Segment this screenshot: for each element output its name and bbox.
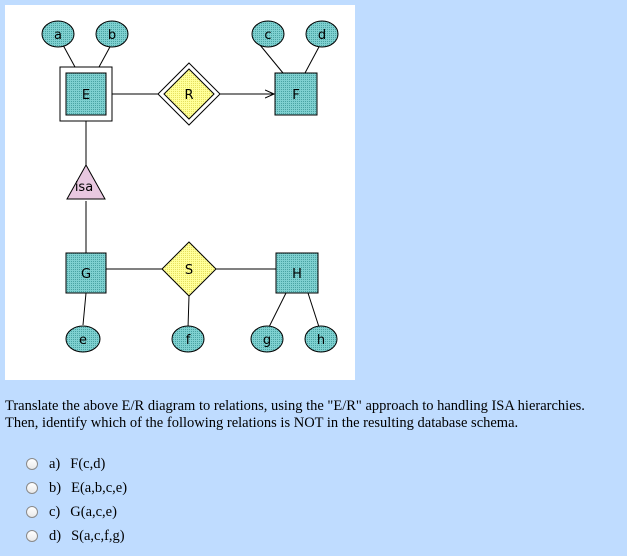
radio-button-icon[interactable] [26, 458, 38, 470]
option-letter: b) [49, 479, 62, 496]
attribute-c: c [251, 20, 285, 48]
answer-options: a) F(c,d) b) E(a,b,c,e) c) G(a,c,e) d) S… [26, 452, 127, 548]
relationship-r: R [157, 62, 221, 126]
radio-button-icon[interactable] [26, 530, 38, 542]
attribute-b-label: b [108, 28, 116, 43]
attribute-f: f [171, 325, 205, 353]
attribute-h: h [304, 325, 338, 353]
attribute-h-label: h [317, 333, 325, 348]
option-text: G(a,c,e) [70, 503, 117, 520]
attribute-f-label: f [186, 333, 191, 348]
option-letter: a) [49, 455, 61, 472]
attribute-a: a [41, 20, 75, 48]
option-d[interactable]: d) S(a,c,f,g) [26, 524, 127, 548]
entity-e-label: E [82, 88, 90, 103]
option-text: F(c,d) [70, 455, 106, 472]
option-c[interactable]: c) G(a,c,e) [26, 500, 127, 524]
attribute-d: d [305, 20, 339, 48]
entity-g: G [65, 252, 107, 294]
entity-f-label: F [292, 88, 299, 103]
option-b[interactable]: b) E(a,b,c,e) [26, 476, 127, 500]
radio-button-icon[interactable] [26, 506, 38, 518]
option-letter: d) [49, 527, 62, 544]
option-a[interactable]: a) F(c,d) [26, 452, 127, 476]
isa-triangle: isa [66, 163, 106, 200]
entity-f: F [274, 72, 318, 116]
entity-g-label: G [81, 267, 91, 282]
relationship-s-label: S [185, 263, 193, 278]
option-letter: c) [49, 503, 61, 520]
option-text: S(a,c,f,g) [71, 527, 125, 544]
attribute-g-label: g [263, 333, 271, 348]
attribute-b: b [95, 20, 129, 48]
attribute-d-label: d [318, 28, 326, 43]
entity-h: H [275, 252, 319, 294]
attribute-c-label: c [264, 28, 271, 43]
connector-lines [62, 44, 321, 329]
attribute-e: e [65, 325, 101, 353]
option-text: E(a,b,c,e) [71, 479, 128, 496]
er-diagram-svg: a b c d E R F isa G S [41, 20, 339, 353]
attribute-g: g [250, 325, 284, 353]
er-diagram: a b c d E R F isa G S [5, 5, 355, 380]
isa-label: isa [75, 180, 93, 195]
question-text: Translate the above E/R diagram to relat… [5, 398, 585, 431]
attribute-e-label: e [79, 333, 87, 348]
radio-button-icon[interactable] [26, 482, 38, 494]
attribute-a-label: a [54, 28, 62, 43]
relationship-s: S [161, 241, 217, 297]
entity-h-label: H [292, 267, 302, 282]
entity-e: E [59, 66, 113, 122]
relationship-r-label: R [184, 88, 193, 103]
